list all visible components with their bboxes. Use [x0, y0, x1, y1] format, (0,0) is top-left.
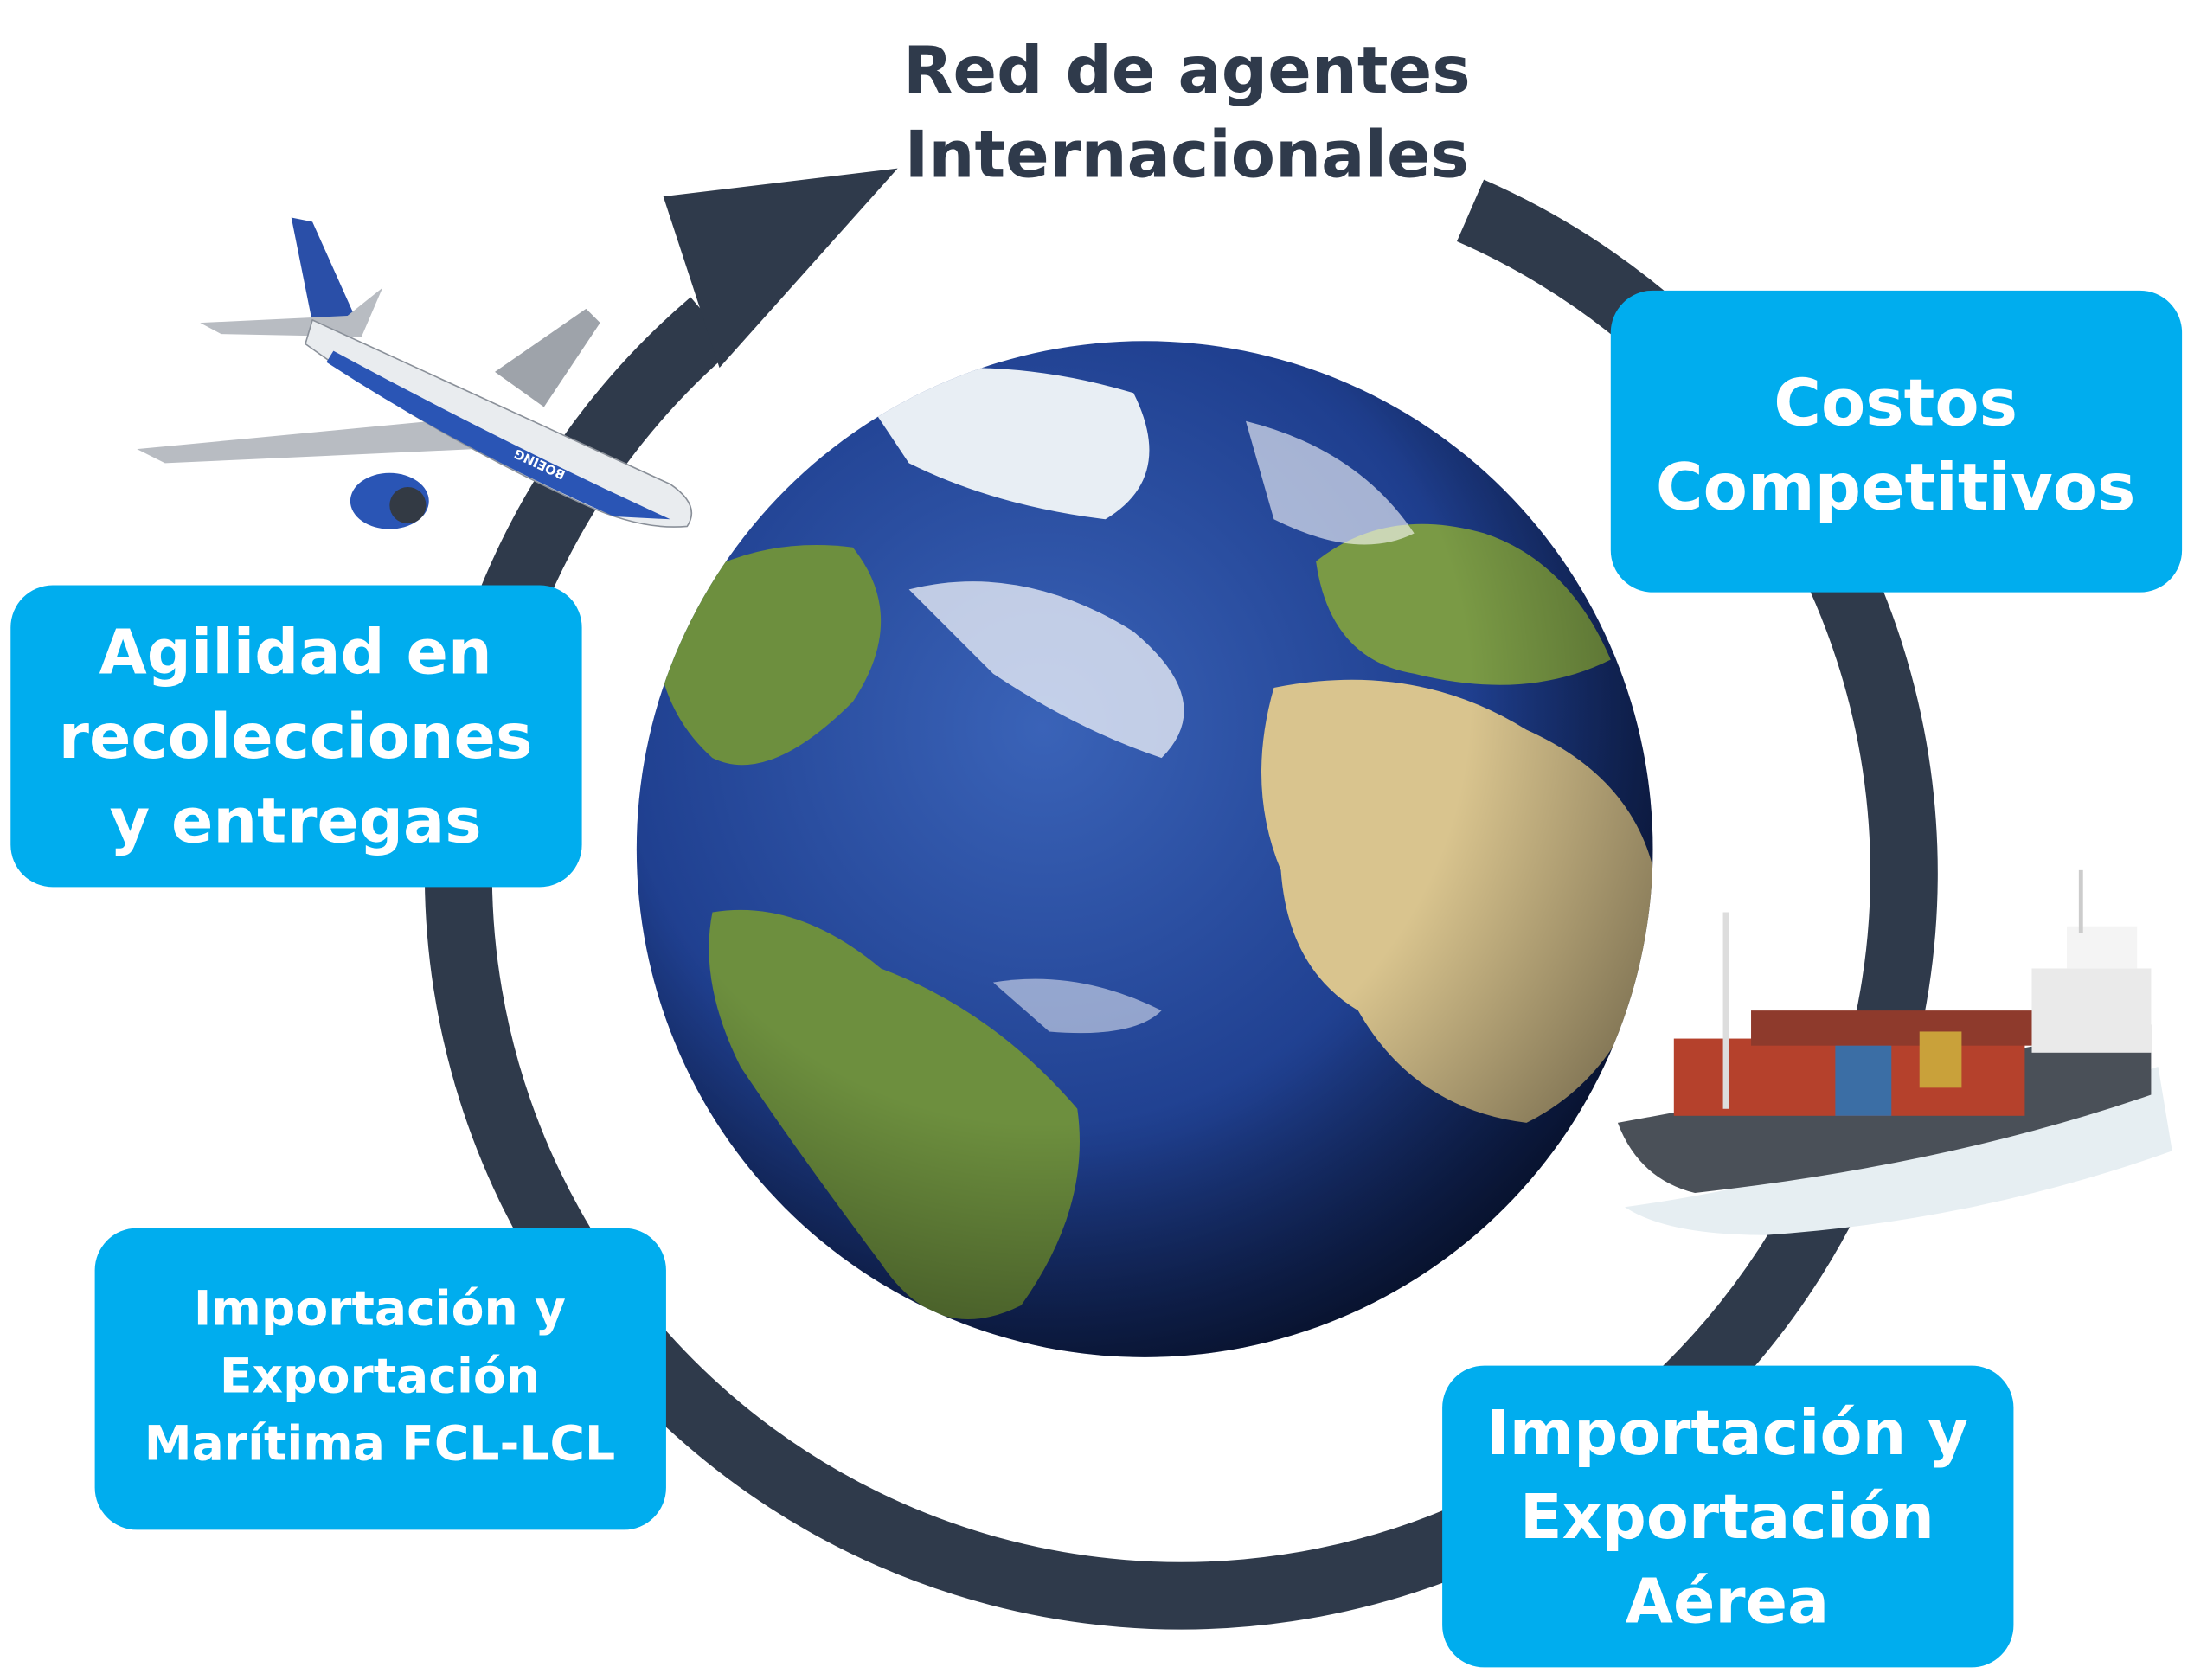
box-maritima-line-1: Importación y — [194, 1282, 566, 1337]
box-agilidad-line-3: y entregas — [110, 785, 482, 856]
box-aerea-line-2: Exportación — [1520, 1481, 1934, 1553]
title-line-2: Internacionales — [905, 117, 1470, 192]
box-costos-line-1: Costos — [1774, 366, 2018, 441]
box-aerea: Importación y Exportación Aérea — [1442, 1365, 2014, 1668]
box-aerea-line-3: Aérea — [1626, 1565, 1829, 1637]
box-costos-competitivos: Costos Competitivos — [1610, 290, 2183, 593]
box-agilidad-line-1: Agilidad en — [99, 617, 492, 689]
earth-globe-image — [636, 341, 1653, 1357]
title-line-1: Red de agentes — [903, 33, 1471, 108]
box-agilidad: Agilidad en recolecciones y entregas — [10, 585, 582, 888]
arrow-head — [663, 168, 898, 369]
box-maritima: Importación y Exportación Marítima FCL-L… — [94, 1228, 666, 1530]
box-maritima-line-3: Marítima FCL-LCL — [144, 1416, 615, 1472]
airplane-image: BOEING — [137, 217, 693, 529]
box-costos-line-2: Competitivos — [1656, 450, 2136, 525]
container-ship-image — [1617, 869, 2172, 1235]
box-aerea-line-1: Importación y — [1486, 1397, 1968, 1469]
box-maritima-line-2: Exportación — [220, 1349, 540, 1404]
box-agilidad-line-2: recolecciones — [59, 701, 533, 773]
